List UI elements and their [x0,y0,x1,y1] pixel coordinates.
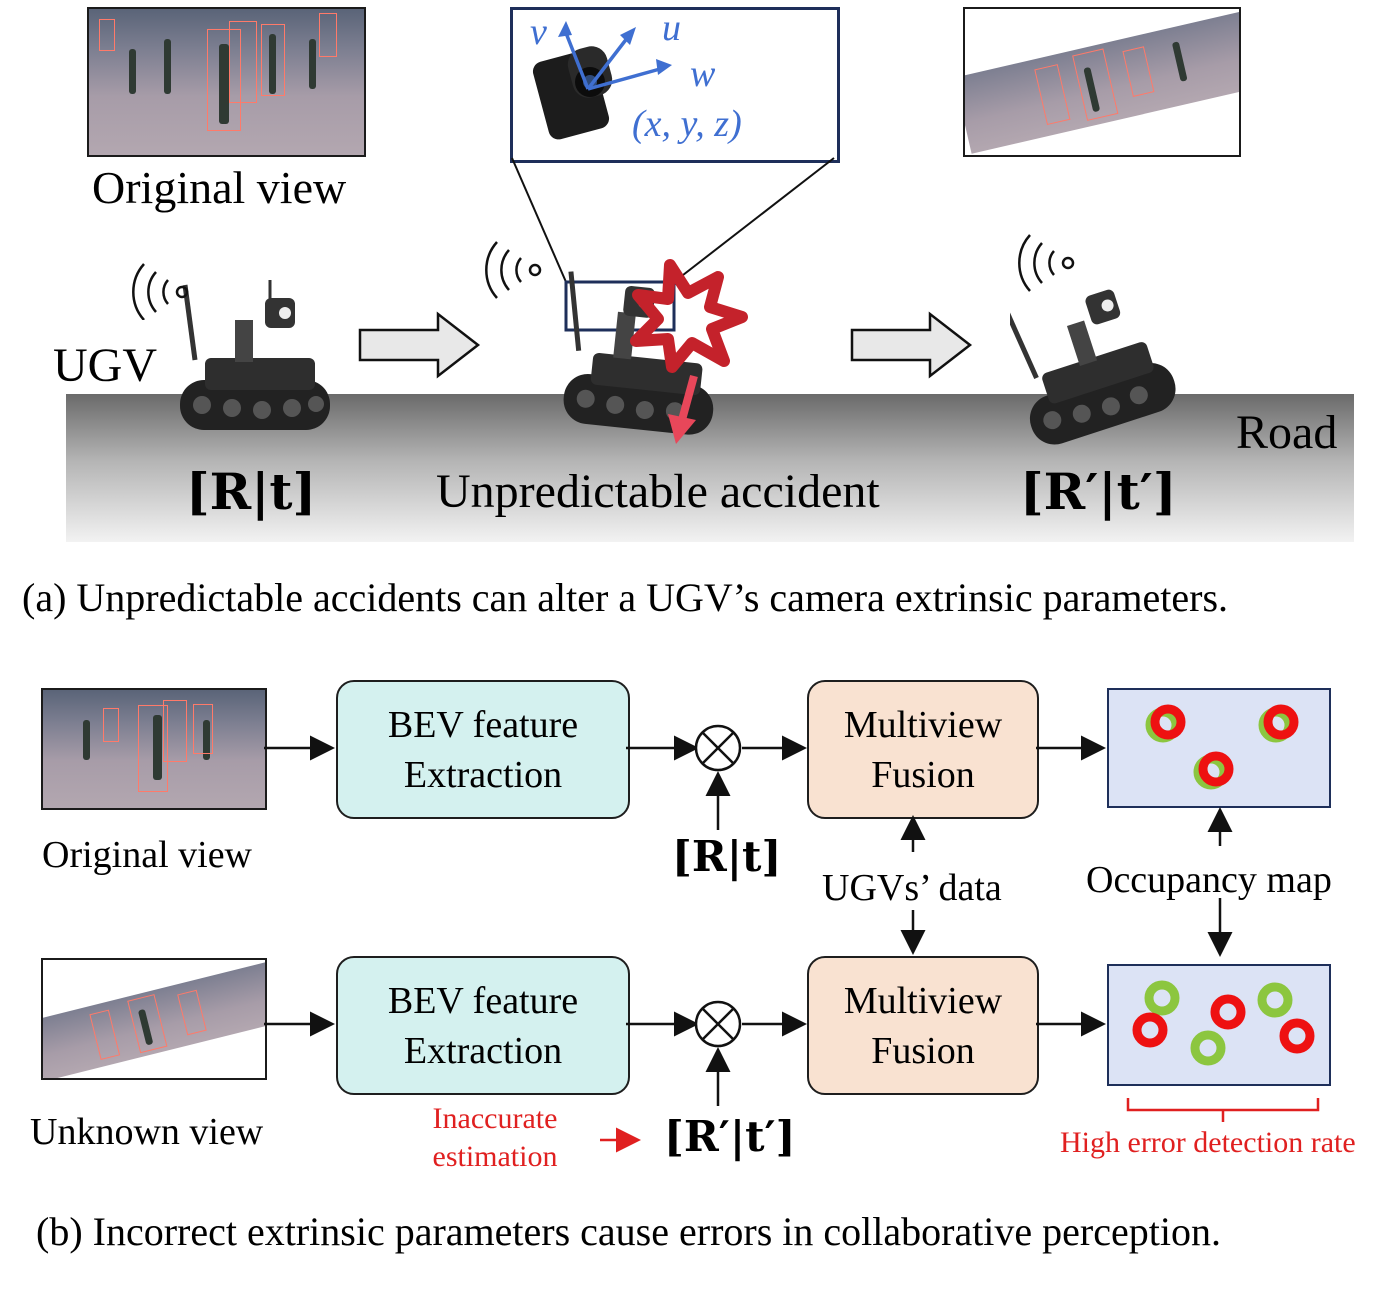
crash-star-icon [630,259,748,373]
caption-a: (a) Unpredictable accidents can alter a … [22,575,1229,620]
camera-position-label: (x, y, z) [632,103,742,145]
pose-after-label: [R′|t′] [1020,462,1177,521]
wifi-signal-icon [485,241,542,299]
unknown-view-label: Unknown view [30,1111,264,1153]
bev-feature-extraction-box: BEV feature Extraction [336,956,630,1095]
ugv-robot-icon [1010,289,1176,445]
multiply-icon [694,1000,742,1048]
ugv-label: UGV [53,339,157,392]
wifi-signal-icon [132,263,189,320]
camera-icon [532,21,672,140]
axis-w-label: w [690,53,716,95]
camera-zoom-box [510,7,840,163]
unknown-view-image [41,958,267,1080]
original-view-label: Original view [92,162,347,213]
original-view-image-b [41,688,267,810]
ugvs-data-label: UGVs’ data [822,867,1002,909]
bev-feature-extraction-box: BEV feature Extraction [336,680,630,819]
distorted-view-image [963,7,1241,157]
original-view-image [87,7,366,157]
block-arrow-icon [850,311,973,379]
pose-before-label: [R|t] [186,462,317,521]
occupancy-map-label: Occupancy map [1086,859,1332,901]
pose-bottom-label: [R′|t′] [664,1112,796,1161]
inaccurate-estimation-label: Inaccurate estimation [432,1102,558,1173]
axis-v-label: v [530,11,547,53]
road-label: Road [1236,406,1338,459]
pipeline-connectors [264,704,1320,1153]
fall-arrow-icon [668,374,698,444]
axis-u-label: u [662,7,681,49]
original-view-label-b: Original view [42,834,253,876]
caption-b: (b) Incorrect extrinsic parameters cause… [36,1209,1221,1254]
accident-label: Unpredictable accident [436,465,880,518]
high-error-label: High error detection rate [1060,1126,1356,1159]
occupancy-map-correct [1107,688,1331,808]
multiview-fusion-box: Multiview Fusion [807,956,1039,1095]
ugv-robot-icon [180,280,330,430]
multiview-fusion-box: Multiview Fusion [807,680,1039,819]
multiply-icon [694,724,742,772]
wifi-signal-icon [1018,234,1075,292]
pose-top-label: [R|t] [672,832,782,881]
block-arrow-icon [358,311,481,379]
